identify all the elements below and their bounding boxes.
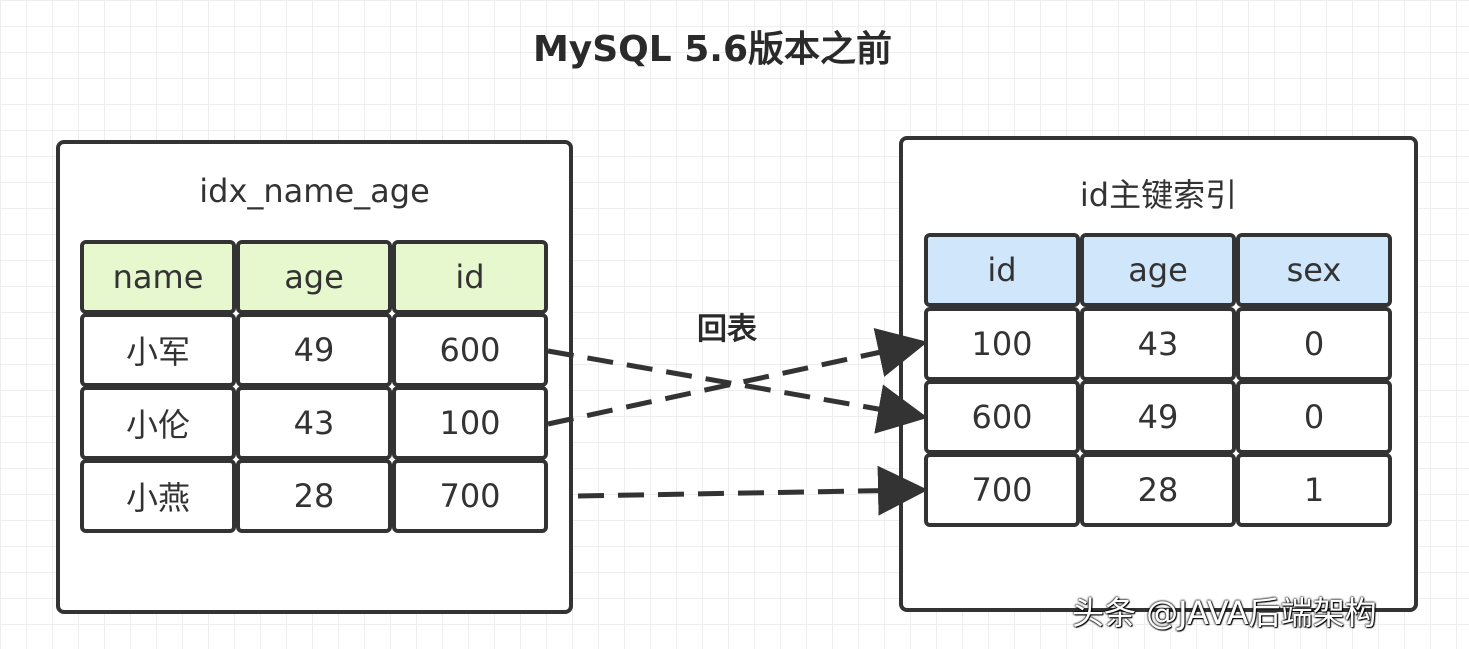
arrow-row0-to-row1 bbox=[547, 348, 928, 434]
right-header-sex: sex bbox=[1236, 233, 1392, 307]
left-row-2-id: 700 bbox=[392, 459, 548, 533]
arrow-row1-to-row0 bbox=[547, 328, 928, 427]
right-row-1-age: 49 bbox=[1080, 380, 1236, 454]
right-row-0-age: 43 bbox=[1080, 307, 1236, 381]
right-header-id: id bbox=[924, 233, 1080, 307]
right-row-2-id: 700 bbox=[924, 453, 1080, 527]
left-row-0-id: 600 bbox=[392, 313, 548, 387]
lookup-label: 回表 bbox=[697, 312, 757, 347]
left-row-2-age: 28 bbox=[236, 459, 392, 533]
left-row-2-name: 小燕 bbox=[80, 459, 236, 533]
right-header-age: age bbox=[1080, 233, 1236, 307]
watermark: 头条 @JAVA后端架构 bbox=[1072, 594, 1377, 632]
left-header-id: id bbox=[392, 240, 548, 314]
left-row-0-name: 小军 bbox=[80, 313, 236, 387]
right-row-0-sex: 0 bbox=[1236, 307, 1392, 381]
right-row-2-age: 28 bbox=[1080, 453, 1236, 527]
left-header-name: name bbox=[80, 240, 236, 314]
left-row-1-age: 43 bbox=[236, 386, 392, 460]
left-header-age: age bbox=[236, 240, 392, 314]
left-row-0-age: 49 bbox=[236, 313, 392, 387]
right-row-0-id: 100 bbox=[924, 307, 1080, 381]
secondary-index-title: idx_name_age bbox=[199, 172, 430, 210]
left-row-1-id: 100 bbox=[392, 386, 548, 460]
right-row-1-sex: 0 bbox=[1236, 380, 1392, 454]
arrow-row2-to-row2 bbox=[577, 465, 928, 516]
diagram-title: MySQL 5.6版本之前 bbox=[532, 29, 893, 70]
right-row-2-sex: 1 bbox=[1236, 453, 1392, 527]
primary-index-title: id主键索引 bbox=[1079, 176, 1238, 214]
left-row-1-name: 小伦 bbox=[80, 386, 236, 460]
